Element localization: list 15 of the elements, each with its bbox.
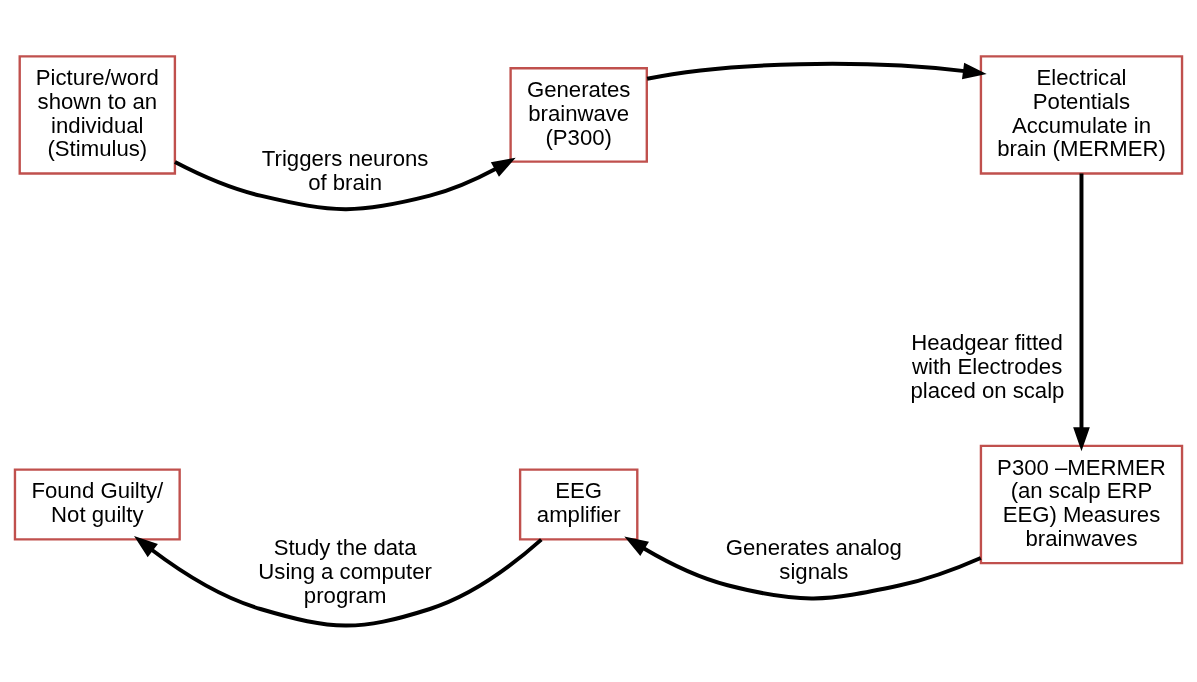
arrow: [174, 157, 516, 212]
arrow: [624, 536, 982, 601]
arrow: [1073, 173, 1090, 452]
node-box: EEG amplifier: [518, 468, 639, 541]
edge-label: Generates analog signals: [725, 535, 902, 585]
node-box: P300 –MERMER (an scalp ERP EEG) Measures brainwaves: [979, 444, 1184, 565]
arrow: [646, 61, 987, 81]
node-box: Found Guilty/ Not guilty: [13, 468, 181, 541]
edge-label: Triggers neurons of brain: [261, 145, 429, 195]
edge-label: Study the data Using a computer program: [258, 535, 432, 608]
edge-label: Headgear fitted with Electrodes placed on scalp: [910, 330, 1065, 403]
arrow: [134, 536, 543, 628]
node-box: Generates brainwave (P300): [509, 67, 648, 163]
node-box: Electrical Potentials Accumulate in brain (MERMER): [979, 55, 1184, 175]
node-box: Picture/word shown to an individual (Stimulus): [18, 55, 177, 175]
